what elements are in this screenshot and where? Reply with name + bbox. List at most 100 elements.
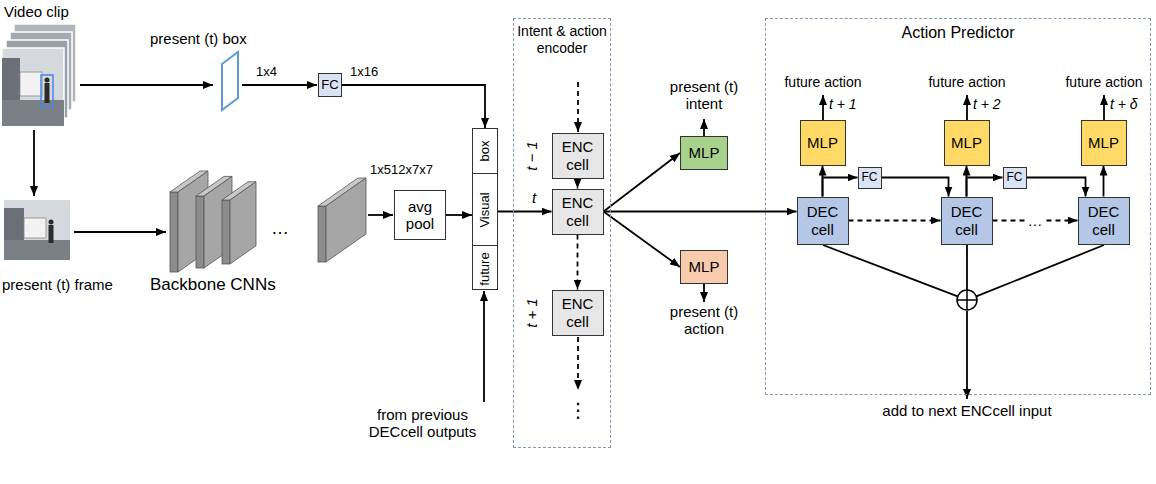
fc-layer: FC xyxy=(858,167,882,189)
wire xyxy=(976,245,1104,296)
mlp-box: MLP xyxy=(944,120,990,166)
node-text: DEC cell xyxy=(800,203,846,238)
pool-box: avg pool xyxy=(394,190,446,240)
street xyxy=(2,100,64,126)
enc-cell: ENC cell xyxy=(552,189,604,235)
connector xyxy=(882,178,949,197)
time-step: t xyxy=(532,189,536,206)
segment-text: box xyxy=(478,141,492,162)
arrow xyxy=(242,84,317,86)
arrow xyxy=(966,311,968,399)
cnn-layer xyxy=(222,200,230,264)
box-symbol xyxy=(222,52,238,110)
dimension-label: 1x4 xyxy=(256,65,277,80)
enc-cell: ENC cell xyxy=(552,133,604,179)
feedback-note: from previous DECcell outputs xyxy=(355,406,490,441)
arrow xyxy=(822,95,824,120)
arrow xyxy=(80,84,213,86)
cnn-layer xyxy=(326,178,366,262)
dec-cell: DEC cell xyxy=(941,197,993,245)
dimension-label: 1x512x7x7 xyxy=(370,163,433,178)
connector xyxy=(604,212,681,268)
arrow xyxy=(703,119,705,136)
dimension-label: 1x16 xyxy=(350,65,378,80)
connector xyxy=(342,85,485,128)
video-frame xyxy=(2,48,64,126)
arrow xyxy=(1103,95,1105,120)
mlp-box: MLP xyxy=(1081,120,1127,166)
dec-cell: DEC cell xyxy=(1078,197,1130,245)
node-text: ENC cell xyxy=(555,194,601,229)
output-label: present (t) action xyxy=(664,303,744,338)
wire xyxy=(823,245,958,296)
node-text: MLP xyxy=(1088,134,1119,151)
time-step: t + 1 xyxy=(523,298,540,328)
encoder-group: Intent & action encoderENC cellENC cellE… xyxy=(513,18,611,448)
concat-vector: boxVisual future xyxy=(472,128,498,290)
fc-layer: FC xyxy=(318,73,342,97)
arrow xyxy=(966,95,968,120)
cnn-layer xyxy=(170,192,178,272)
connector xyxy=(604,211,797,213)
vector-segment: future xyxy=(473,245,497,291)
cnn-layer xyxy=(196,196,204,268)
time-step: t − 1 xyxy=(523,141,540,171)
time-step: t + 2 xyxy=(973,96,1001,112)
cnn-layer xyxy=(178,171,208,272)
dec-cell: DEC cell xyxy=(797,197,849,245)
cnn-layer xyxy=(230,182,256,264)
building xyxy=(4,208,24,240)
cnn-layers xyxy=(170,171,366,272)
backbone-caption: Backbone CNNs xyxy=(150,275,276,295)
node-text: FC xyxy=(321,78,338,93)
cnn-layer xyxy=(204,176,232,268)
connector xyxy=(604,153,681,212)
group-heading: Action Predictor xyxy=(766,19,1150,42)
pedestrian xyxy=(45,78,50,83)
truck xyxy=(24,218,46,238)
feedback-note: add to next ENCcell input xyxy=(882,402,1051,419)
dashed-arrow xyxy=(577,82,579,132)
truck xyxy=(20,72,42,96)
connector xyxy=(1103,166,1105,197)
output-label: future action xyxy=(1065,74,1142,90)
arrow xyxy=(483,291,485,402)
connector xyxy=(849,220,941,222)
pedestrian xyxy=(49,220,54,225)
dashed-arrow xyxy=(577,337,579,390)
pedestrian xyxy=(49,225,54,243)
arrow xyxy=(74,231,166,233)
sum-symbol xyxy=(957,290,977,310)
node-text: MLP xyxy=(807,134,838,151)
bounding-box xyxy=(41,75,53,107)
output-label: future action xyxy=(928,74,1005,90)
node-text: DEC cell xyxy=(944,203,990,238)
edge-label: … xyxy=(1026,212,1045,229)
ellipsis: ⋮ xyxy=(568,399,588,422)
mlp-box: MLP xyxy=(800,120,846,166)
node-text: MLP xyxy=(689,144,720,161)
time-step: t + δ xyxy=(1110,96,1138,112)
connector xyxy=(577,179,579,189)
segment-text: Visual xyxy=(478,192,492,227)
node-text: MLP xyxy=(689,258,720,275)
arrow xyxy=(703,284,705,302)
vector-segment: box xyxy=(473,129,497,173)
box-caption: present (t) box xyxy=(150,30,247,47)
mlp-box: MLP xyxy=(680,136,728,170)
node-text: FC xyxy=(1007,171,1023,185)
segment-text: future xyxy=(478,252,492,285)
connector xyxy=(577,235,579,290)
street xyxy=(4,240,70,260)
cnn-layer xyxy=(318,206,326,262)
frame-image xyxy=(4,200,70,260)
clip-title: Video clip xyxy=(4,3,69,20)
node-text: FC xyxy=(862,171,878,185)
node-text: DEC cell xyxy=(1081,203,1127,238)
connector xyxy=(498,211,552,213)
group-heading: Intent & action encoder xyxy=(514,19,610,57)
node-text: ENC cell xyxy=(555,295,601,330)
arrow xyxy=(368,214,393,216)
fc-layer: FC xyxy=(1003,167,1027,189)
